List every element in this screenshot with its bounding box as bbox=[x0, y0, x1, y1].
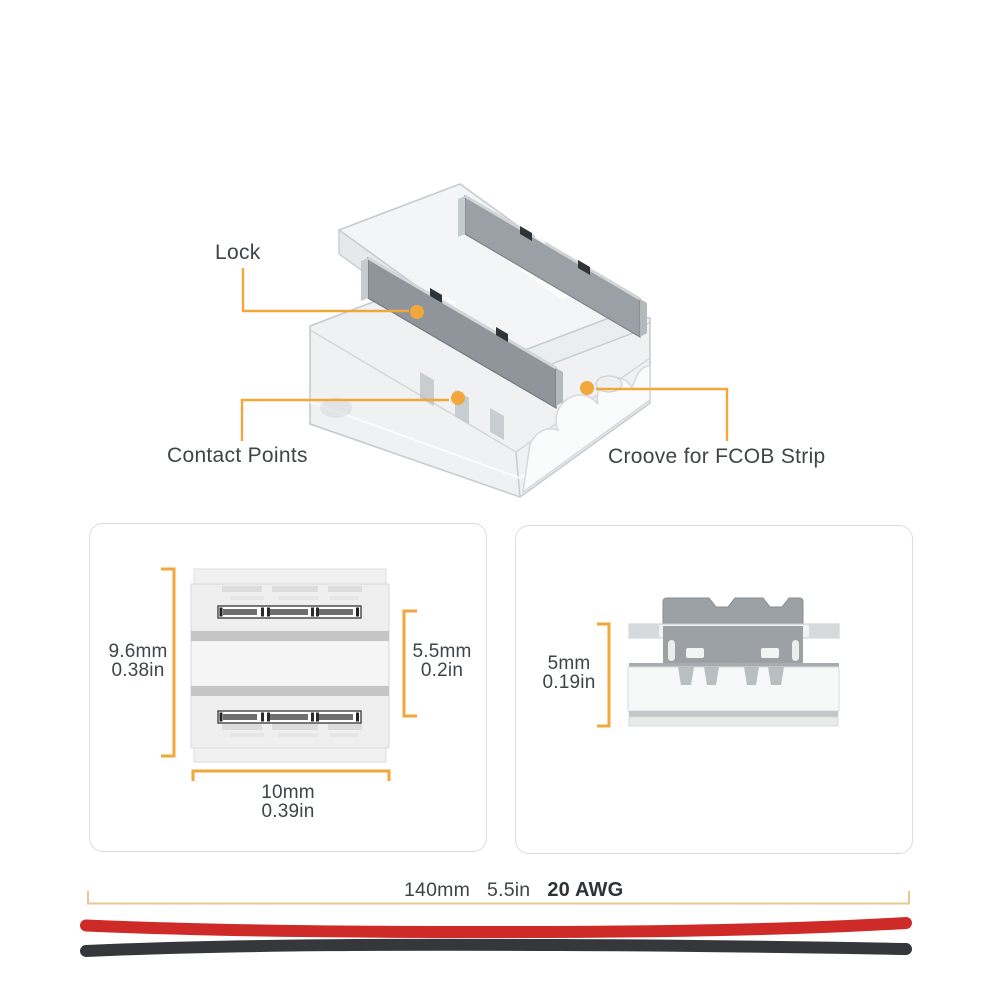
top-view-spec-box: 9.6mm 0.38in 5.5mm 0.2in 10mm 0.39in bbox=[89, 523, 487, 852]
wire-section-graphic bbox=[80, 891, 912, 957]
side-height-bracket bbox=[597, 622, 611, 728]
slot-height-dimension: 5.5mm 0.2in bbox=[400, 642, 484, 680]
slot-height-in: 0.2in bbox=[420, 660, 464, 681]
slot-height-mm: 5.5mm bbox=[412, 641, 472, 662]
wire-length-in: 5.5in bbox=[487, 879, 531, 901]
groove-callout-line bbox=[596, 387, 729, 441]
lock-callout-dot bbox=[410, 305, 424, 319]
wire-gauge: 20 AWG bbox=[547, 879, 624, 901]
plastic-texture bbox=[320, 398, 352, 418]
side-view-spec-box: 5mm 0.19in bbox=[515, 525, 913, 854]
solder-tabs-faint bbox=[230, 596, 358, 737]
connector-3d-render bbox=[240, 183, 729, 498]
groove-callout-dot bbox=[580, 381, 594, 395]
contact-points-callout-dot bbox=[451, 391, 465, 405]
black-wire bbox=[80, 938, 912, 957]
contact-row-bottom bbox=[217, 710, 362, 724]
side-lock-clip-top bbox=[662, 597, 804, 627]
overall-height-bracket bbox=[161, 567, 176, 758]
overall-width-mm: 10mm bbox=[261, 782, 315, 803]
overall-width-bracket bbox=[191, 769, 391, 781]
top-view-diagram bbox=[161, 567, 417, 781]
overall-height-mm: 9.6mm bbox=[108, 641, 168, 662]
side-contact-teeth bbox=[678, 667, 784, 685]
callout-label-groove: Croove for FCOB Strip bbox=[608, 445, 826, 468]
lock-callout-line bbox=[241, 268, 409, 313]
lock-clip-front bbox=[361, 256, 563, 410]
side-height-dimension: 5mm 0.19in bbox=[527, 654, 611, 692]
side-base-rail bbox=[628, 716, 839, 727]
lock-clip-rear bbox=[458, 194, 647, 339]
overall-height-dimension: 9.6mm 0.38in bbox=[96, 642, 180, 680]
contact-row-top bbox=[217, 605, 362, 619]
overall-width-dimension: 10mm 0.39in bbox=[246, 783, 330, 821]
red-wire bbox=[80, 917, 912, 939]
side-view-diagram bbox=[597, 597, 840, 728]
side-lower-body bbox=[627, 666, 840, 712]
overall-height-in: 0.38in bbox=[111, 660, 165, 681]
wire-length-dimension-line bbox=[87, 891, 910, 905]
solder-tabs bbox=[222, 586, 362, 730]
overall-width-in: 0.39in bbox=[261, 801, 315, 822]
contact-silhouettes bbox=[420, 372, 504, 440]
contact-points-callout-line bbox=[240, 398, 449, 441]
wire-dimension-row: 140mm 5.5in 20 AWG bbox=[404, 879, 623, 902]
callout-label-lock: Lock bbox=[215, 241, 261, 264]
slot-height-bracket bbox=[402, 609, 417, 718]
side-height-in: 0.19in bbox=[542, 672, 596, 693]
callout-label-contact-points: Contact Points bbox=[167, 444, 308, 467]
side-height-mm: 5mm bbox=[547, 653, 591, 674]
wire-length-mm: 140mm bbox=[404, 879, 471, 901]
side-lock-clip-body bbox=[663, 626, 803, 670]
